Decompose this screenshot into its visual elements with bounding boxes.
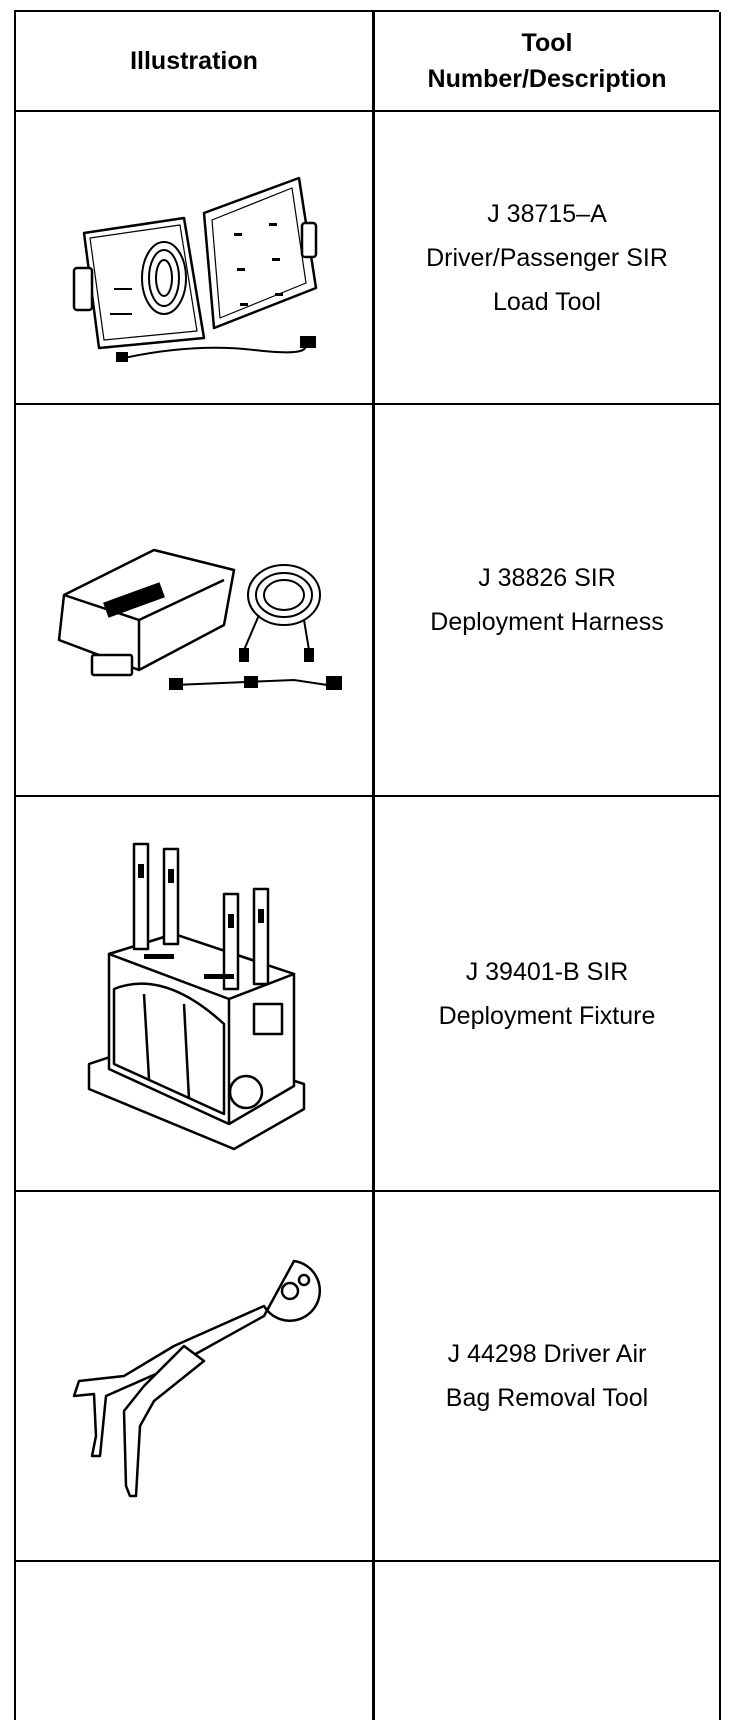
tool-description: J 44298 Driver Air Bag Removal Tool bbox=[445, 1340, 649, 1412]
illustration-header: Illustration bbox=[130, 47, 258, 75]
table-row: J 39401-B SIR Deployment Fixture bbox=[16, 797, 719, 1192]
illustration-cell bbox=[16, 797, 372, 1190]
illustration-cell bbox=[16, 405, 372, 795]
deployment-harness-illustration bbox=[57, 548, 342, 690]
table-row: J 38826 SIR Deployment Harness bbox=[16, 405, 719, 797]
tool-description: J 38826 SIR Deployment Harness bbox=[430, 564, 664, 636]
tool-description: J 39401-B SIR Deployment Fixture bbox=[438, 957, 656, 1030]
table-right-border bbox=[719, 12, 721, 1720]
description-cell: J 44298 Driver Air Bag Removal Tool bbox=[375, 1192, 719, 1560]
deployment-fixture-illustration bbox=[87, 842, 306, 1150]
column-divider bbox=[372, 12, 375, 1720]
description-cell: J 38715–A Driver/Passenger SIR Load Tool bbox=[375, 112, 719, 403]
header-row: Illustration Tool Number/Description bbox=[16, 12, 719, 112]
illustration-cell bbox=[16, 112, 372, 403]
tool-description: J 38715–A Driver/Passenger SIR Load Tool bbox=[426, 199, 668, 316]
description-header: Tool Number/Description bbox=[427, 29, 667, 93]
table-row: J 44298 Driver Air Bag Removal Tool bbox=[16, 1192, 719, 1562]
tool-table: Illustration Tool Number/Description bbox=[14, 10, 721, 1720]
illustration-cell bbox=[16, 1192, 372, 1560]
table-row: J 38715–A Driver/Passenger SIR Load Tool bbox=[16, 112, 719, 405]
load-tool-case-illustration bbox=[72, 176, 318, 362]
description-cell: J 38826 SIR Deployment Harness bbox=[375, 405, 719, 795]
description-cell: J 39401-B SIR Deployment Fixture bbox=[375, 797, 719, 1190]
header-cell-description: Tool Number/Description bbox=[375, 12, 719, 110]
header-cell-illustration: Illustration bbox=[16, 12, 372, 110]
removal-tool-illustration bbox=[72, 1259, 321, 1498]
